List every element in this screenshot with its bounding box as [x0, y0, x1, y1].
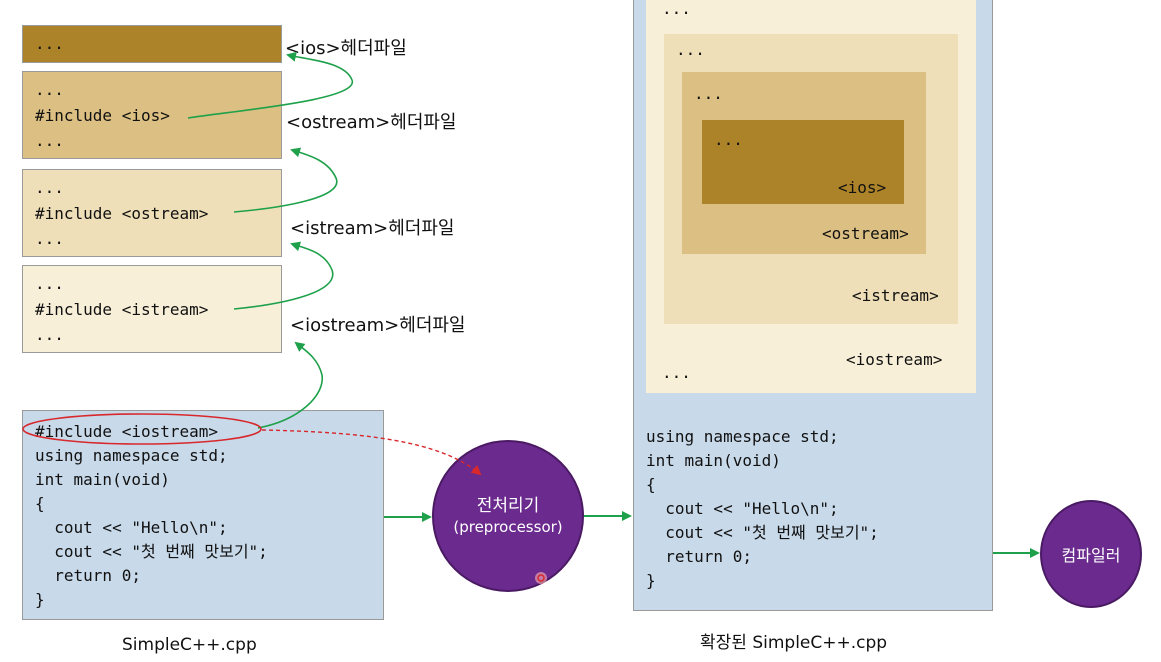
ostream-header-line-2: #include <ios> — [35, 106, 170, 125]
expanded-file-box: ... ... <iostream> ... <istream> ... <os… — [633, 0, 993, 611]
expanded-iostream-block: ... ... <iostream> ... <istream> ... <os… — [646, 0, 976, 393]
expanded-code-line-5: cout << "첫 번째 맛보기"; — [646, 523, 879, 542]
preprocessor-sublabel: (preprocessor) — [453, 518, 563, 536]
expanded-istream-label: <istream> — [852, 286, 939, 305]
expanded-code-line-6: return 0; — [646, 547, 752, 566]
iostream-header-line-3: ... — [35, 325, 64, 344]
expanded-ios-label: <ios> — [838, 178, 887, 197]
iostream-top-ellipsis: ... — [662, 0, 691, 18]
ostream-header-line-3: ... — [35, 131, 64, 150]
expanded-ostream-label: <ostream> — [822, 224, 909, 243]
compiler-node: 컴파일러 — [1040, 500, 1142, 608]
expanded-code-line-4: cout << "Hello\n"; — [646, 499, 839, 518]
istream-header-line-2: #include <ostream> — [35, 204, 209, 223]
expanded-code-line-3: { — [646, 475, 656, 494]
ios-header-box: ... — [22, 25, 282, 63]
preprocessor-node: 전처리기 (preprocessor) — [432, 440, 584, 592]
source-file-box: #include <iostream> using namespace std;… — [22, 410, 384, 620]
iostream-bottom-ellipsis: ... — [662, 363, 691, 382]
expanded-ostream-block: ... <ostream> ... <ios> — [682, 72, 926, 254]
istream-header-caption: <istream>헤더파일 — [290, 218, 455, 239]
source-line-4: { — [35, 494, 45, 513]
source-filename: SimpleC++.cpp — [122, 635, 257, 655]
ios-ellipsis: ... — [714, 130, 743, 149]
source-line-2: using namespace std; — [35, 446, 228, 465]
iostream-header-caption: <iostream>헤더파일 — [290, 315, 466, 336]
istream-ellipsis: ... — [676, 40, 705, 59]
source-line-3: int main(void) — [35, 470, 170, 489]
expanded-code-line-1: using namespace std; — [646, 427, 839, 446]
ostream-header-line-1: ... — [35, 80, 64, 99]
source-line-1: #include <iostream> — [35, 422, 219, 441]
source-line-8: } — [35, 590, 45, 609]
compiler-label: 컴파일러 — [1061, 546, 1121, 565]
source-line-6: cout << "첫 번째 맛보기"; — [35, 542, 268, 561]
source-line-5: cout << "Hello\n"; — [35, 518, 228, 537]
ios-header-caption: <ios>헤더파일 — [285, 38, 407, 59]
istream-header-line-1: ... — [35, 178, 64, 197]
ostream-header-box: ... #include <ios> ... — [22, 71, 282, 159]
iostream-header-box: ... #include <istream> ... — [22, 265, 282, 353]
ostream-ellipsis: ... — [694, 84, 723, 103]
istream-header-box: ... #include <ostream> ... — [22, 169, 282, 257]
expanded-filename: 확장된 SimpleC++.cpp — [700, 633, 888, 653]
ostream-header-caption: <ostream>헤더파일 — [286, 112, 457, 133]
iostream-header-line-1: ... — [35, 274, 64, 293]
expanded-istream-block: ... <istream> ... <ostream> ... <ios> — [664, 34, 958, 324]
iostream-header-line-2: #include <istream> — [35, 300, 209, 319]
expanded-code-line-2: int main(void) — [646, 451, 781, 470]
source-line-7: return 0; — [35, 566, 141, 585]
expanded-ios-block: ... <ios> — [702, 120, 904, 204]
expanded-code-line-7: } — [646, 571, 656, 590]
ios-header-code: ... — [35, 34, 64, 53]
istream-header-line-3: ... — [35, 229, 64, 248]
preprocessor-label: 전처리기 — [476, 496, 540, 516]
expanded-iostream-label: <iostream> — [846, 350, 943, 369]
